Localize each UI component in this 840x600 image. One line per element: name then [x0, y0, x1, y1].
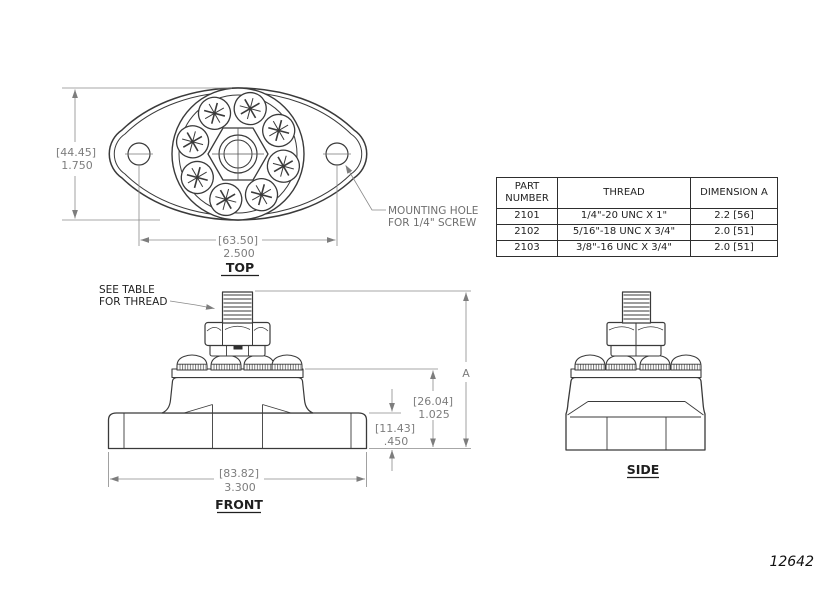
front-threaded-stud [221, 291, 254, 324]
cell-part-number: 2103 [496, 240, 558, 257]
top-view-dimensions [62, 87, 386, 246]
dim-top-width-metric: [63.50] [218, 234, 258, 247]
mounting-hole-note-line1: MOUNTING HOLE [388, 205, 478, 217]
front-terminal-screws [176, 354, 303, 371]
front-view [107, 291, 368, 450]
mounting-hole-note-line2: FOR 1/4" SCREW [388, 217, 477, 229]
spec-table-header-row: PART NUMBER THREAD DIMENSION A [496, 177, 778, 209]
side-view [565, 291, 706, 451]
cell-part-number: 2102 [496, 224, 558, 241]
cell-thread: 5/16"-18 UNC X 3/4" [557, 224, 691, 241]
front-body [161, 376, 314, 414]
see-table-note-line1: SEE TABLE [99, 284, 155, 296]
top-body-inner-ring [178, 94, 298, 214]
front-view-label: FRONT [215, 497, 263, 512]
cell-thread: 3/8"-16 UNC X 3/4" [557, 240, 691, 257]
dim-front-base-inch: .450 [384, 435, 409, 448]
table-row: 2102 5/16"-18 UNC X 3/4" 2.0 [51] [496, 224, 778, 241]
cell-dimension-a: 2.0 [51] [690, 224, 778, 241]
dim-front-width-metric: [83.82] [219, 467, 259, 480]
dim-top-height-inch: 1.750 [61, 159, 93, 172]
top-view [108, 87, 368, 221]
side-body [565, 376, 706, 451]
dim-front-width-inch: 3.300 [224, 481, 256, 494]
cell-dimension-a: 2.0 [51] [690, 240, 778, 257]
cell-thread: 1/4"-20 UNC X 1" [557, 208, 691, 225]
dim-overall-letter: A [462, 367, 470, 380]
col-header-thread: THREAD [557, 177, 691, 209]
see-table-note-line2: FOR THREAD [99, 296, 167, 308]
cell-dimension-a: 2.2 [56] [690, 208, 778, 225]
dim-top-width-inch: 2.500 [223, 247, 255, 260]
side-view-label: SIDE [627, 462, 660, 477]
col-header-part-number: PART NUMBER [496, 177, 558, 209]
drawing-number: 12642 [769, 554, 814, 570]
col-header-dimension-a: DIMENSION A [690, 177, 778, 209]
spec-table: PART NUMBER THREAD DIMENSION A 2101 1/4"… [496, 177, 778, 257]
table-row: 2103 3/8"-16 UNC X 3/4" 2.0 [51] [496, 240, 778, 257]
table-row: 2101 1/4"-20 UNC X 1" 2.2 [56] [496, 208, 778, 225]
side-threaded-stud [621, 291, 652, 324]
dim-front-upper-inch: 1.025 [418, 408, 450, 421]
dim-front-base-metric: [11.43] [375, 422, 415, 435]
front-view-dimensions [108, 290, 471, 487]
front-base [107, 412, 368, 450]
cell-part-number: 2101 [496, 208, 558, 225]
side-terminal-screws [574, 354, 702, 371]
dim-top-height-metric: [44.45] [56, 146, 96, 159]
top-view-label: TOP [226, 260, 254, 275]
dim-front-upper-metric: [26.04] [413, 395, 453, 408]
